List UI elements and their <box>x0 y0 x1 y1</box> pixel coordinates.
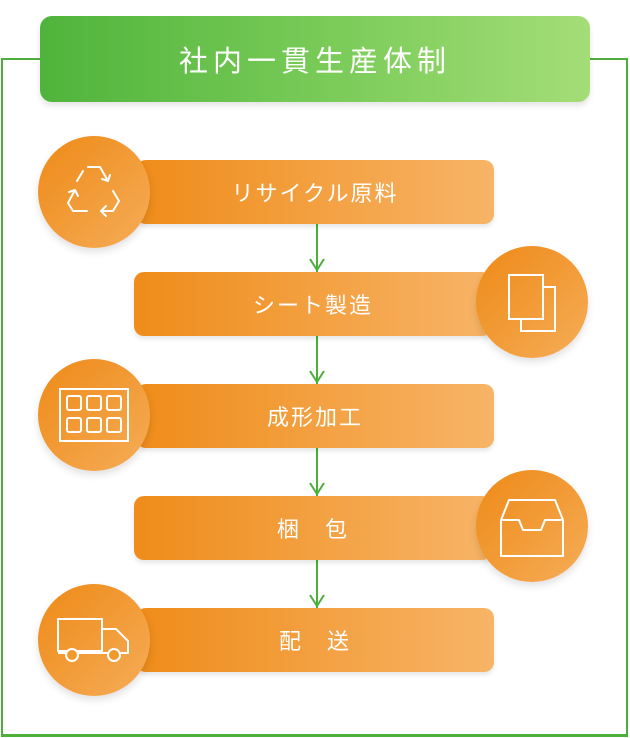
connector-4 <box>316 560 318 608</box>
connector-1 <box>316 224 318 272</box>
step-1-circle <box>38 136 150 248</box>
arrow-down-icon <box>309 258 325 272</box>
page-title: 社内一貫生産体制 <box>178 44 451 78</box>
step-label: 梱 包 <box>276 518 349 543</box>
step-recycled-material: リサイクル原料 <box>136 160 494 224</box>
truck-icon <box>57 618 129 662</box>
step-delivery: 配 送 <box>136 608 494 672</box>
recycle-icon <box>67 166 120 217</box>
step-3-circle <box>38 359 150 471</box>
title-banner: 社内一貫生産体制 <box>40 16 590 102</box>
box-icon <box>500 499 564 557</box>
connector-3 <box>316 448 318 496</box>
arrow-down-icon <box>309 594 325 608</box>
arrow-down-icon <box>309 482 325 496</box>
step-label: 成形加工 <box>266 406 363 431</box>
arrow-down-icon <box>309 370 325 384</box>
step-2-circle <box>476 246 588 358</box>
sheets-icon <box>508 274 556 332</box>
step-label: シート製造 <box>252 294 373 319</box>
step-5-circle <box>38 584 150 696</box>
tray-grid-icon <box>59 388 129 442</box>
step-label: リサイクル原料 <box>231 182 399 207</box>
connector-2 <box>316 336 318 384</box>
step-label: 配 送 <box>278 630 351 655</box>
step-forming: 成形加工 <box>136 384 494 448</box>
step-4-circle <box>476 470 588 582</box>
step-packing: 梱 包 <box>134 496 492 560</box>
step-sheet-production: シート製造 <box>134 272 492 336</box>
